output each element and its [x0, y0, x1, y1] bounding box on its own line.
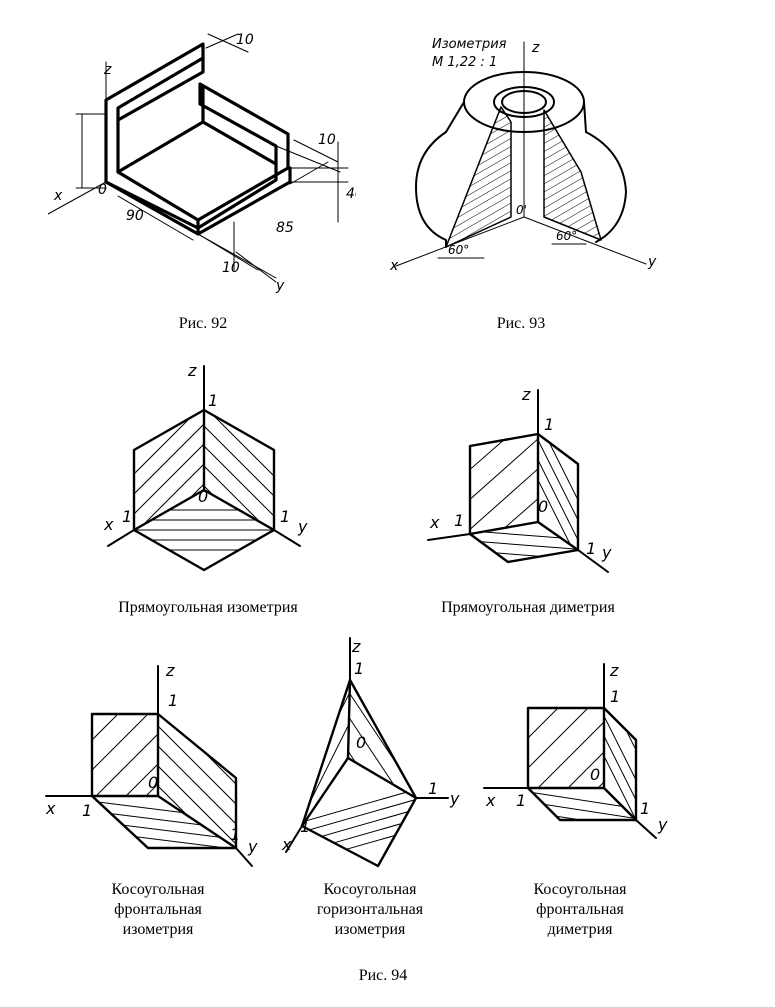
- cube-oblique-frontal-isometry: z 1 0 x 1 1 y: [42, 660, 272, 870]
- cube-edges: [468, 432, 580, 564]
- axis-z-label: z: [103, 62, 112, 78]
- face-hatching: [302, 680, 416, 866]
- caption-line-3: изометрия: [334, 921, 406, 938]
- axis-z-label: z: [609, 661, 619, 680]
- axis-z-label: z: [531, 40, 540, 56]
- axis-lines: [285, 637, 449, 853]
- caption-rectangular-dimetry: Прямоугольная диметрия: [441, 599, 615, 616]
- axis-y-label: y: [449, 789, 460, 808]
- axis-lines: [483, 663, 657, 839]
- cube-rectangular-dimetry: z 1 0 x 1 1 y: [418, 380, 638, 580]
- caption-line-3: изометрия: [122, 921, 194, 938]
- caption-line-1: Косоугольная: [323, 881, 417, 898]
- origin-label: 0: [590, 765, 600, 784]
- axis-z-label: z: [521, 385, 531, 404]
- figure-92-isometric-part: z x y 0 10 10 40 90 85 10: [48, 22, 356, 296]
- caption-oblique-frontal-dimetry: Косоугольная фронтальная диметрия: [500, 880, 660, 940]
- cube-rectangular-isometry: z 1 0 x 1 1 y: [98, 360, 328, 580]
- axis-y-label: y: [657, 815, 668, 834]
- axis-y-label: y: [247, 837, 258, 856]
- section-hatching: [445, 106, 602, 248]
- figure-93-caption: Рис. 93: [496, 315, 546, 332]
- y1-label: 1: [428, 779, 438, 798]
- x1-label: 1: [300, 817, 310, 836]
- axis-x-label: x: [429, 513, 440, 532]
- z1-label: 1: [610, 687, 620, 706]
- caption-line-2: фронтальная: [536, 901, 624, 918]
- axis-z-label: z: [351, 637, 361, 656]
- axis-x-label: x: [53, 188, 63, 204]
- x1-label: 1: [516, 791, 526, 810]
- axis-x-label: x: [389, 258, 399, 274]
- figure-92-caption: Рис. 92: [178, 315, 228, 332]
- axis-lines: [427, 389, 609, 573]
- axis-x-label: x: [45, 799, 56, 818]
- axis-lines: [45, 665, 253, 867]
- dim-right-label: 10: [318, 132, 336, 148]
- figure-94-caption: Рис. 94: [358, 967, 408, 984]
- scale-label: М 1,22 : 1: [432, 55, 497, 70]
- x1-label: 1: [122, 507, 132, 526]
- caption-line-2: фронтальная: [114, 901, 202, 918]
- y1-label: 1: [640, 799, 650, 818]
- caption-oblique-horizontal-isometry: Косоугольная горизонтальная изометрия: [290, 880, 450, 940]
- caption-rectangular-isometry: Прямоугольная изометрия: [118, 599, 298, 616]
- axis-lines: [395, 41, 647, 267]
- cube-oblique-frontal-dimetry: z 1 0 x 1 1 y: [476, 660, 686, 840]
- caption-oblique-frontal-isometry: Косоугольная фронтальная изометрия: [78, 880, 238, 940]
- cube-oblique-horizontal-isometry: z 1 0 x 1 1 y: [278, 636, 478, 876]
- figure-93-isometric-section: Изометрия М 1,22 : 1 z x y 0' 60° 60°: [376, 22, 666, 278]
- caption-line-1: Косоугольная: [533, 881, 627, 898]
- part-outline: [104, 42, 292, 236]
- dim-top-label: 10: [236, 32, 254, 48]
- cube-edges: [300, 678, 418, 868]
- axis-x-label: x: [103, 515, 114, 534]
- face-hatching: [134, 410, 274, 551]
- title-label: Изометрия: [432, 37, 507, 52]
- axis-y-label: y: [275, 278, 285, 294]
- angle-left-label: 60°: [448, 243, 469, 257]
- origin-label: 0: [98, 182, 107, 198]
- z1-label: 1: [544, 415, 554, 434]
- dim-bottom-label: 10: [222, 260, 240, 276]
- origin-label: 0': [516, 203, 527, 217]
- axis-z-label: z: [165, 661, 175, 680]
- z1-label: 1: [354, 659, 364, 678]
- axis-lines: [107, 365, 301, 547]
- origin-label: 0: [538, 497, 548, 516]
- cube-edges: [90, 712, 238, 850]
- cube-edges: [526, 706, 638, 822]
- caption-line-2: горизонтальная: [316, 901, 424, 918]
- axis-y-label: y: [647, 254, 657, 270]
- origin-label: 0: [198, 487, 208, 506]
- dim-depth-label: 85: [276, 220, 294, 236]
- axis-x-label: x: [281, 835, 292, 854]
- angle-right-label: 60°: [556, 229, 577, 243]
- y1-label: 1: [280, 507, 290, 526]
- x1-label: 1: [454, 511, 464, 530]
- dimension-lines: [48, 33, 349, 283]
- origin-label: 0: [148, 773, 158, 792]
- y1-label: 1: [230, 825, 240, 844]
- origin-label: 0: [356, 733, 366, 752]
- x1-label: 1: [82, 801, 92, 820]
- axis-z-label: z: [187, 361, 197, 380]
- y1-label: 1: [586, 539, 596, 558]
- dim-height-label: 40: [346, 186, 356, 202]
- axis-y-label: y: [601, 543, 612, 562]
- dim-width-label: 90: [126, 208, 144, 224]
- caption-line-1: Косоугольная: [111, 881, 205, 898]
- caption-line-3: диметрия: [547, 921, 613, 938]
- face-hatching: [470, 434, 578, 562]
- z1-label: 1: [168, 691, 178, 710]
- axis-x-label: x: [485, 791, 496, 810]
- axis-y-label: y: [297, 517, 308, 536]
- z1-label: 1: [208, 391, 218, 410]
